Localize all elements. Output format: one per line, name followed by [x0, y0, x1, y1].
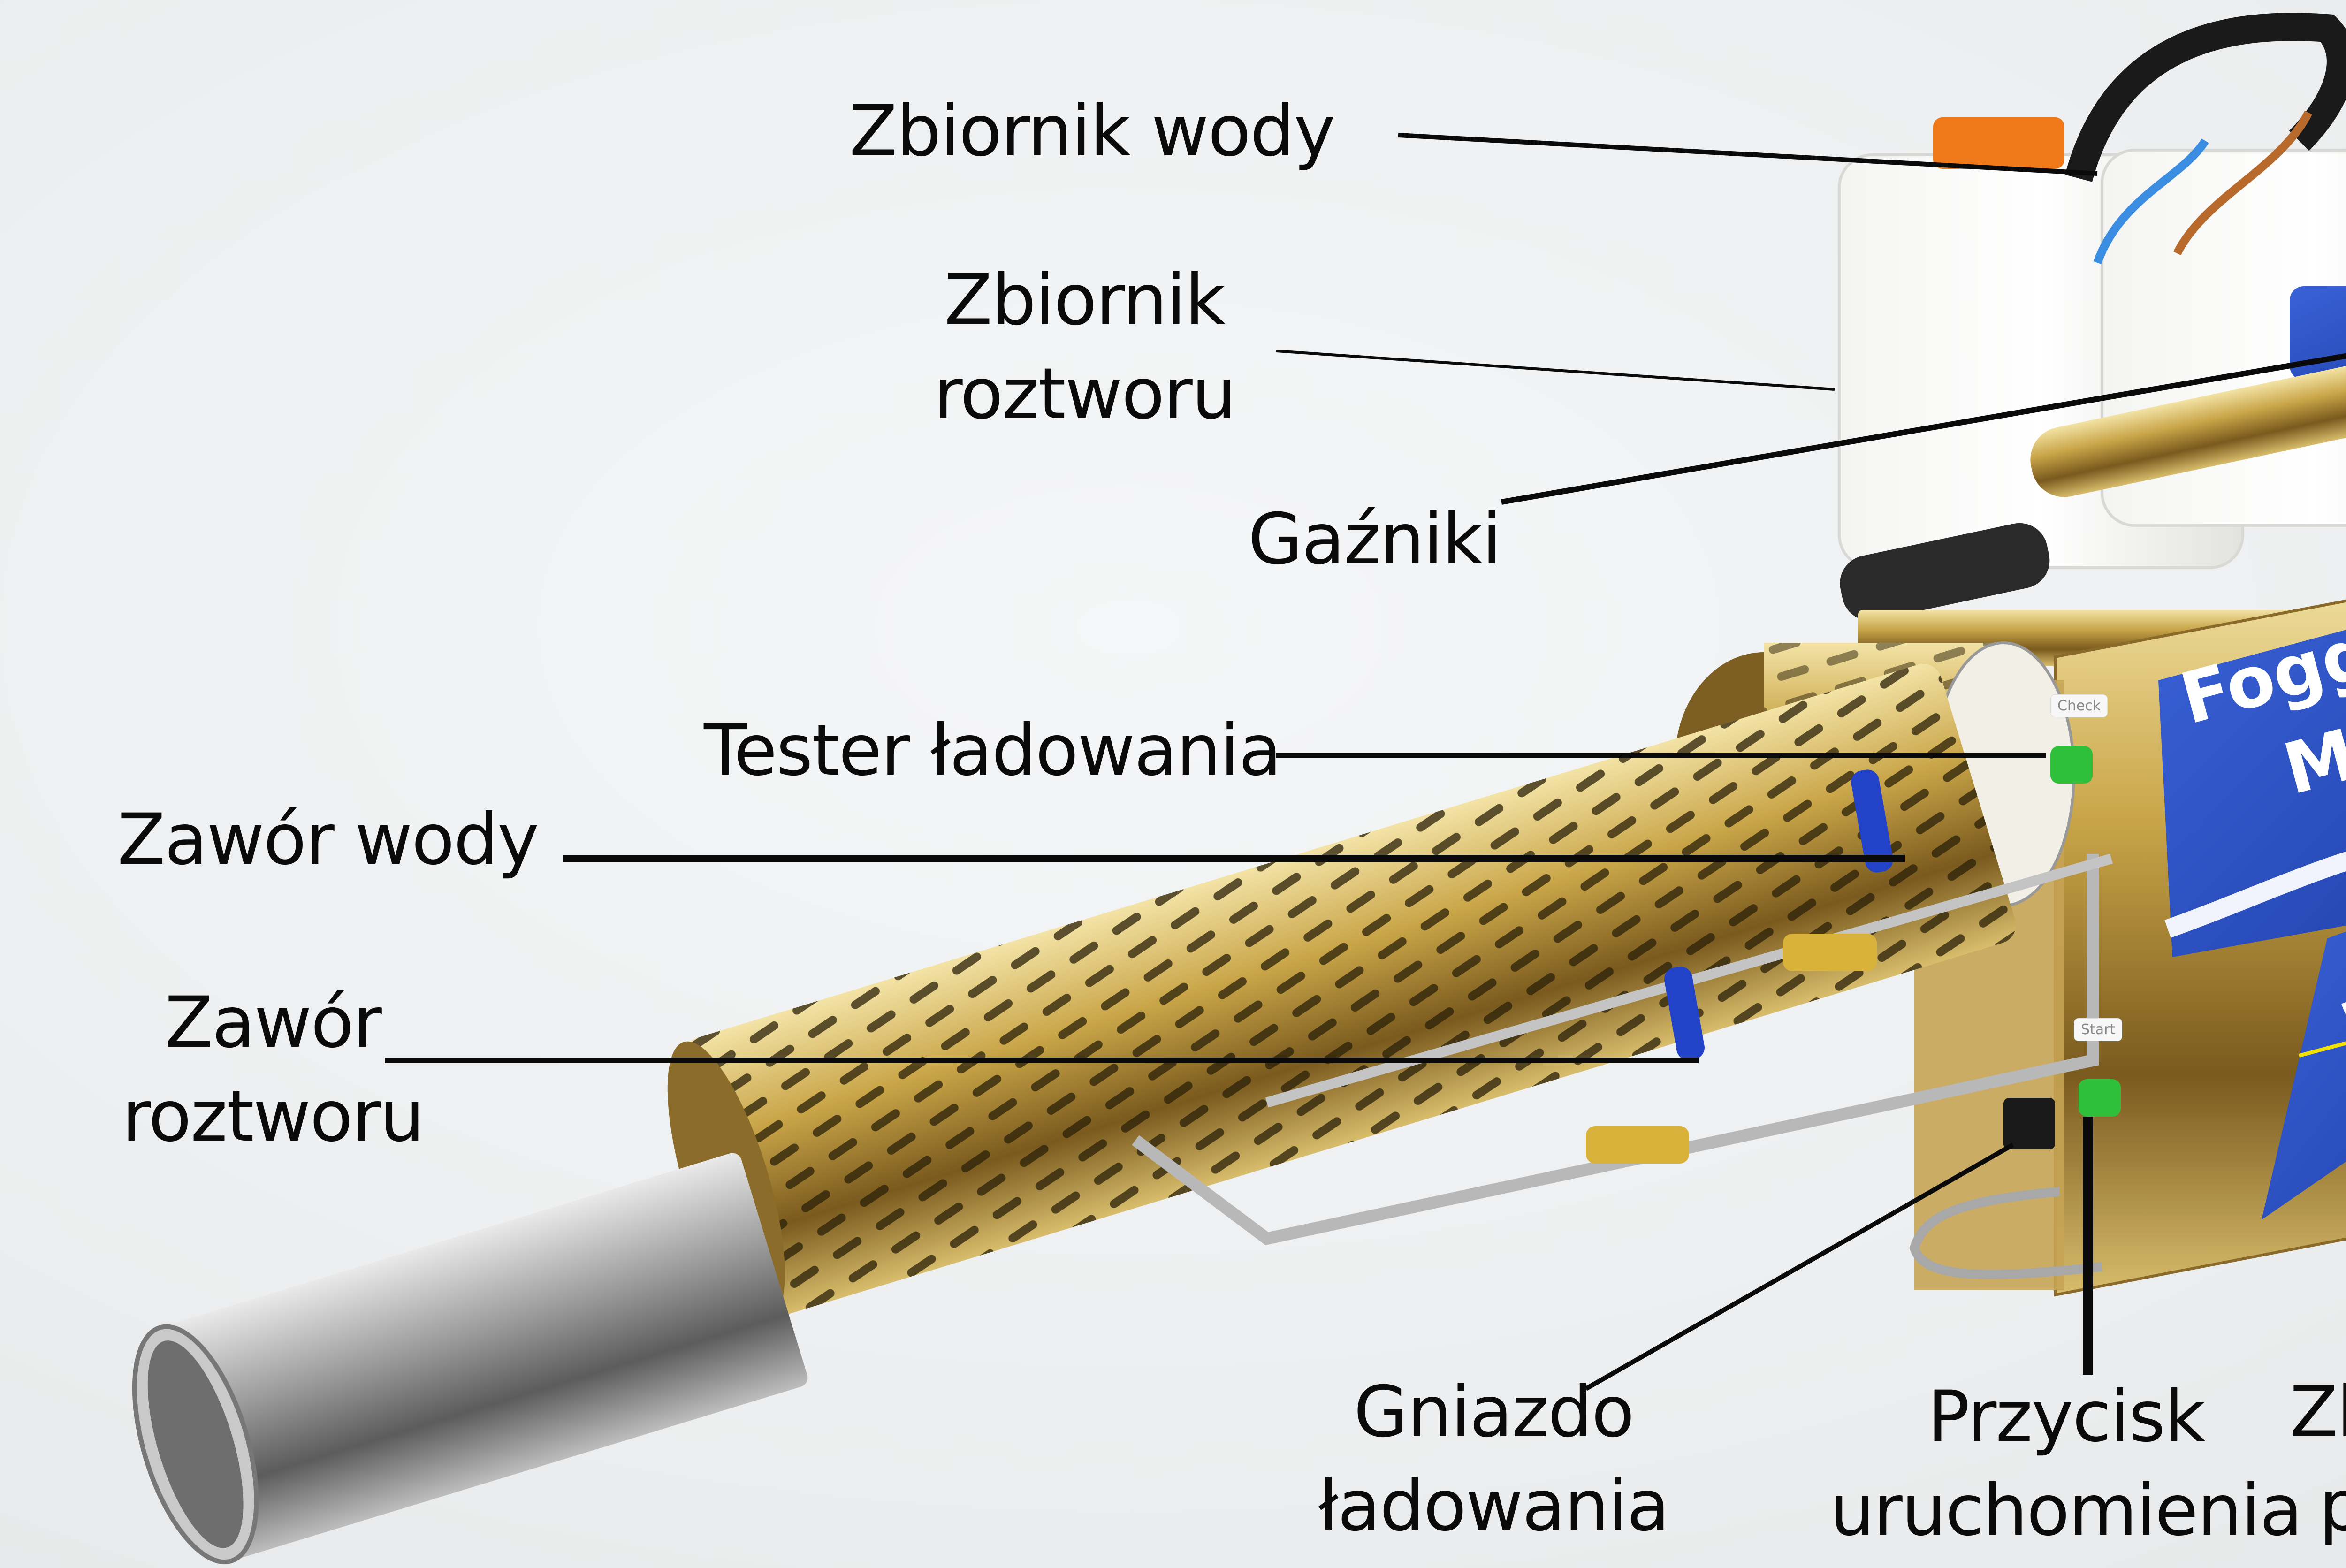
label-carburetors: Gaźniki [1248, 499, 1501, 580]
start-tag: Start [2074, 1018, 2123, 1041]
label-charging-socket: Gniazdo ładowania [1318, 1371, 1670, 1547]
label-charge-tester: Tester ładowania [704, 710, 1282, 792]
label-solution-valve: Zawór roztworu [122, 982, 425, 1157]
fogging-machine-sticker [2158, 630, 2346, 1220]
label-fuel-tank: Zbiornik paliwa [2290, 1371, 2346, 1547]
label-start-button: Przycisk uruchomienia [1830, 1376, 2303, 1552]
label-solution-tank: Zbiornik roztworu [934, 259, 1236, 435]
check-tag: Check [2050, 694, 2108, 717]
leader-lines [385, 133, 2346, 1391]
label-water-valve: Zawór wody [117, 799, 539, 881]
label-water-tank: Zbiornik wody [849, 91, 1335, 172]
